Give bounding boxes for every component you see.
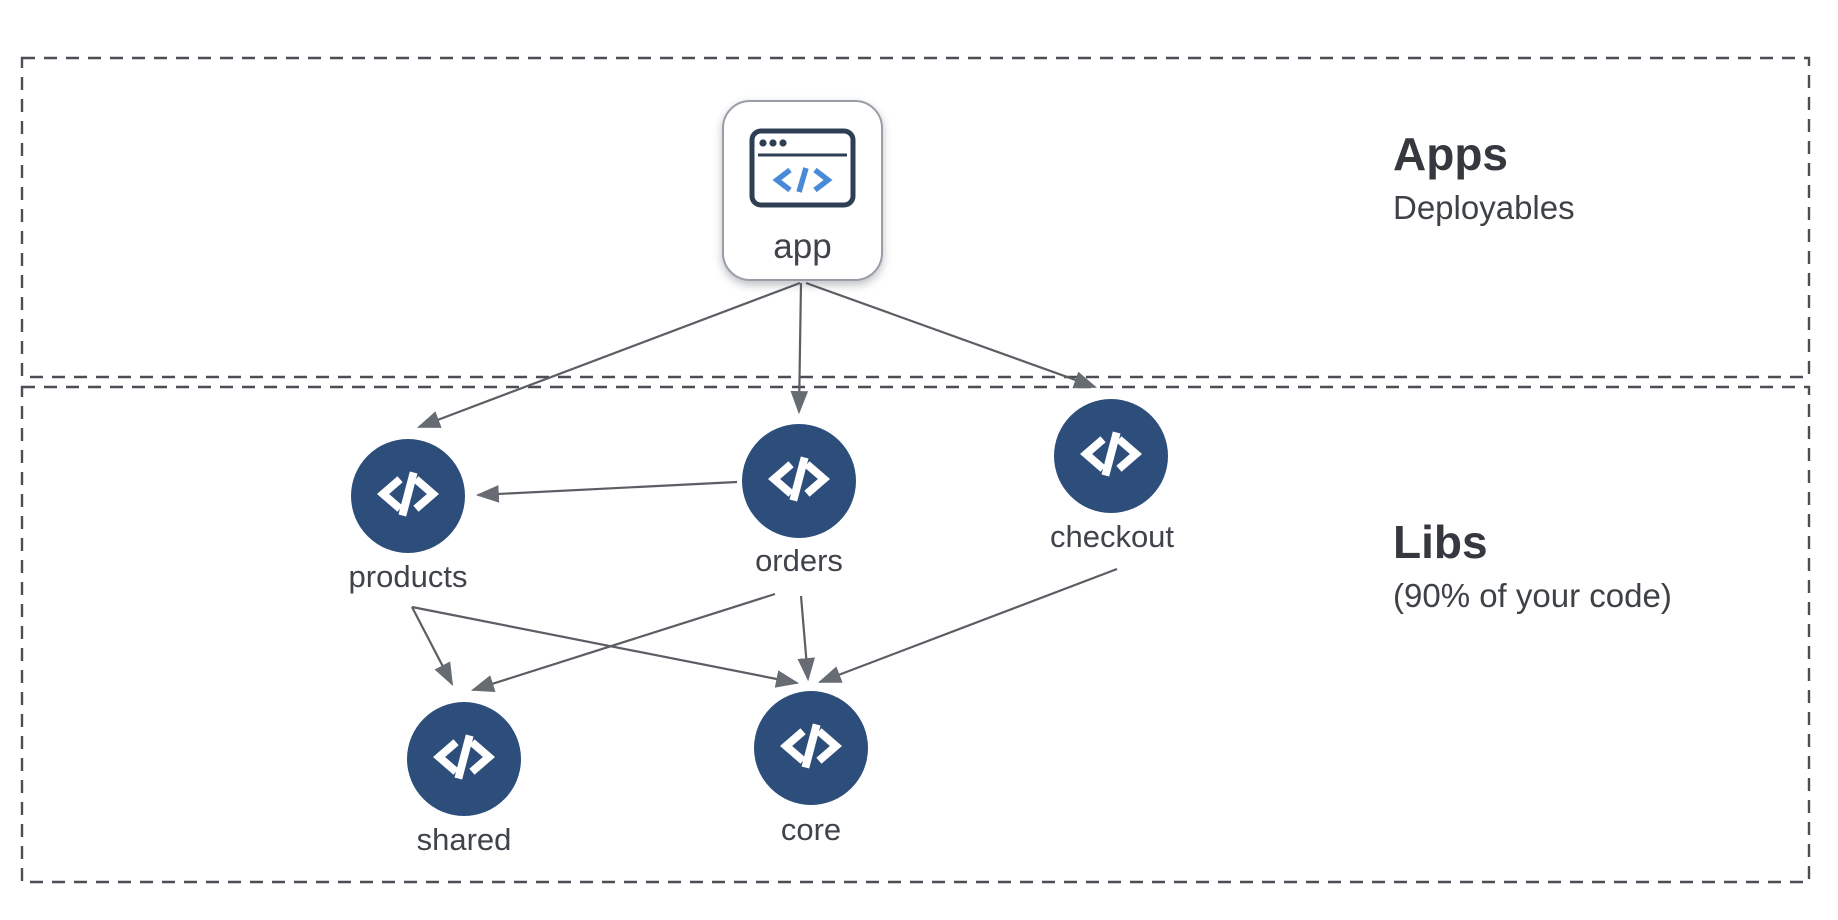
code-icon — [765, 445, 833, 518]
node-core-label: core — [780, 812, 842, 847]
node-checkout — [1054, 399, 1168, 513]
node-orders-label: orders — [755, 543, 843, 578]
browser-code-icon — [749, 128, 856, 213]
node-shared — [407, 702, 521, 816]
code-icon — [777, 712, 845, 785]
node-shared-label: shared — [416, 822, 512, 857]
edge-checkout-to-core — [817, 567, 1118, 684]
code-icon — [1077, 420, 1145, 493]
code-icon — [374, 460, 442, 533]
edge-orders-to-shared — [470, 592, 776, 693]
edge-app-to-products — [416, 281, 801, 429]
edge-orders-to-products — [475, 480, 738, 503]
node-products-label: products — [348, 559, 468, 594]
zone-libs-label: Libs (90% of your code) — [1393, 516, 1672, 618]
node-products — [351, 439, 465, 553]
zone-apps-border — [20, 56, 1811, 379]
edge-products-to-shared — [411, 606, 454, 686]
node-core — [754, 691, 868, 805]
edge-app-to-checkout — [805, 281, 1098, 389]
node-app: app — [722, 100, 883, 281]
edge-app-to-orders — [790, 282, 809, 415]
node-orders — [742, 424, 856, 538]
zone-libs-border — [20, 385, 1811, 884]
edge-products-to-core — [411, 605, 800, 688]
zone-apps-title: Apps — [1393, 128, 1508, 180]
zone-libs-subtitle: (90% of your code) — [1393, 576, 1672, 614]
node-app-label: app — [773, 227, 832, 266]
node-checkout-label: checkout — [1049, 519, 1175, 554]
zone-apps-label: Apps Deployables — [1393, 128, 1575, 230]
zone-apps-subtitle: Deployables — [1393, 188, 1575, 226]
code-icon — [430, 723, 498, 796]
edge-group — [411, 281, 1118, 693]
zone-libs-title: Libs — [1393, 516, 1488, 568]
edge-orders-to-core — [797, 595, 816, 682]
